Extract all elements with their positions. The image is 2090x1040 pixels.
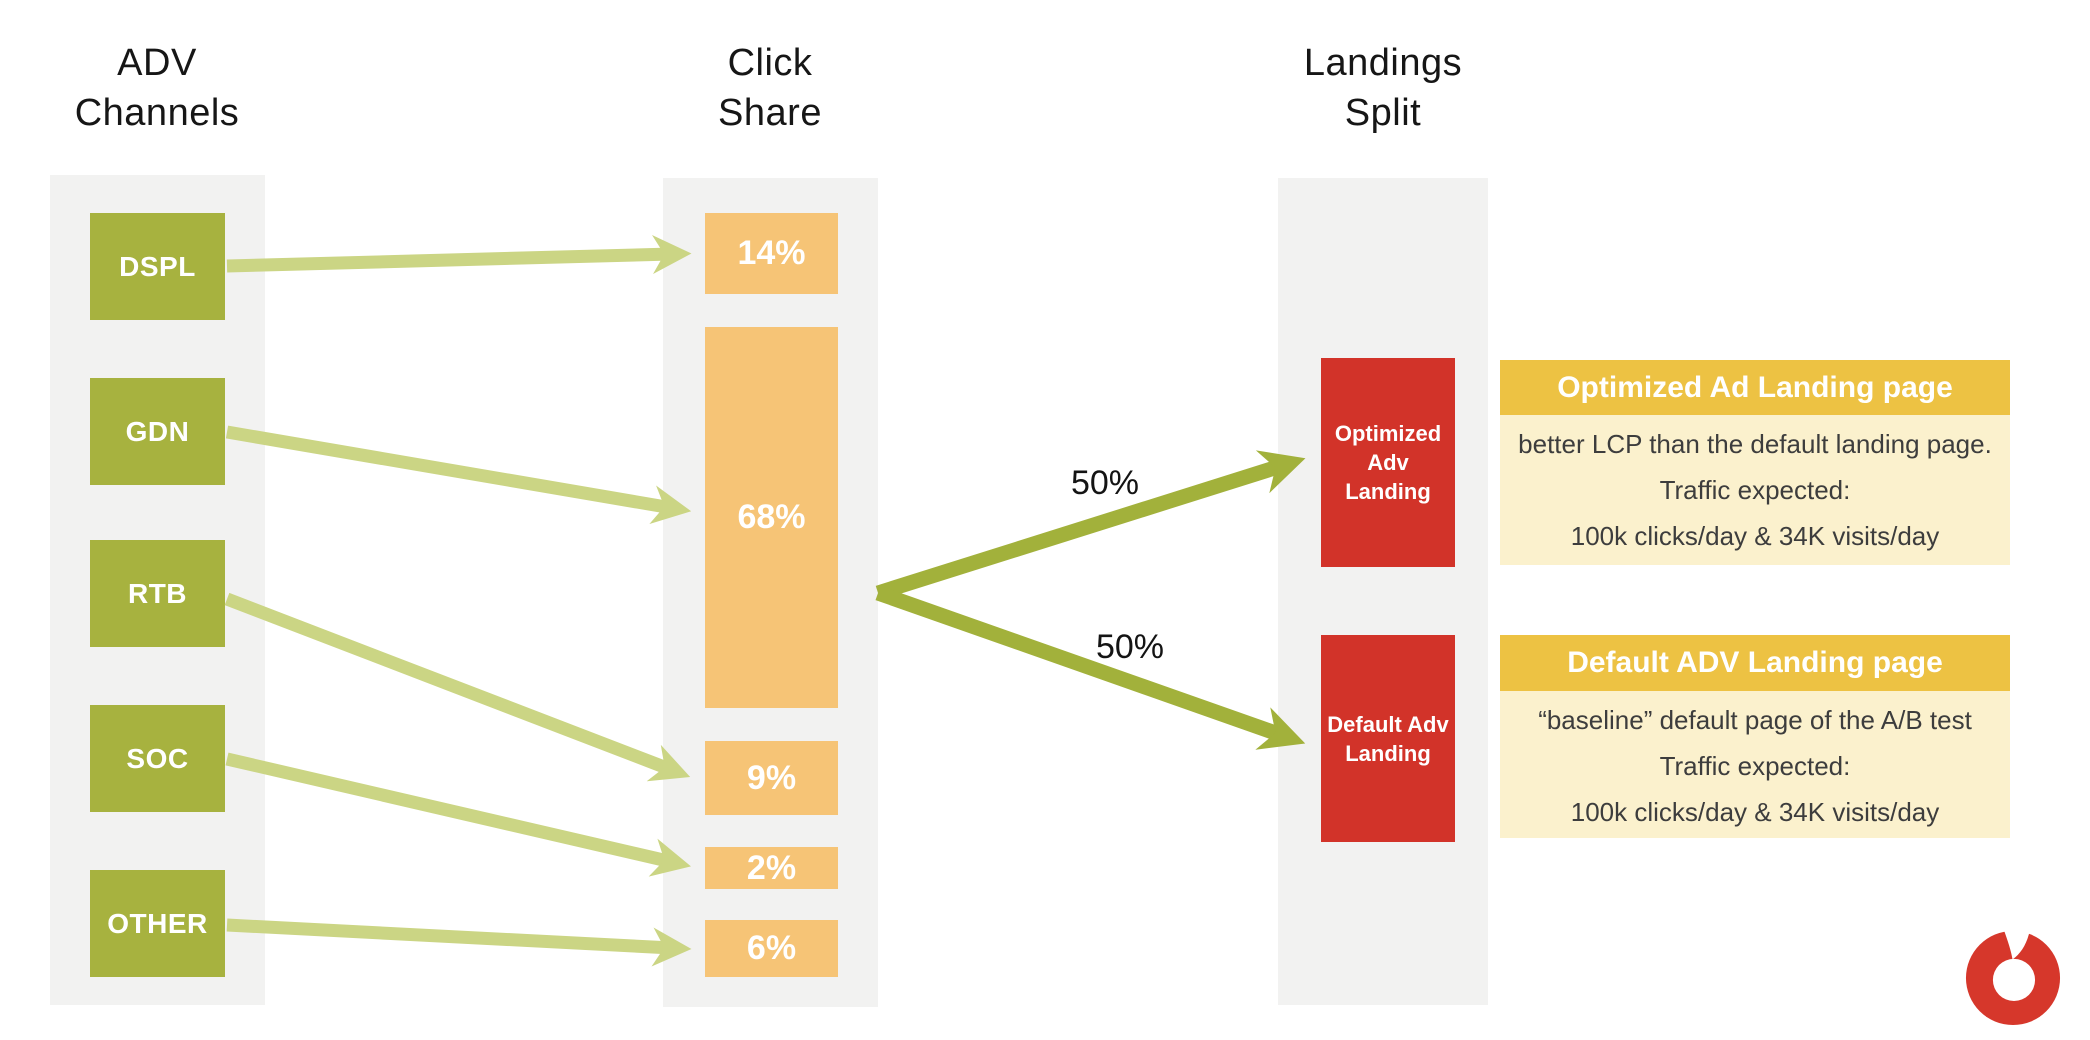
- card-line: Traffic expected:: [1659, 475, 1851, 505]
- channel-box-other: OTHER: [90, 870, 225, 977]
- channel-box-dspl: DSPL: [90, 213, 225, 320]
- card-line: “baseline” default page of the A/B test: [1538, 705, 1972, 735]
- click-share-box-2: 2%: [705, 847, 838, 889]
- card-line: 100k clicks/day & 34K visits/day: [1570, 797, 1940, 827]
- share-label: 6%: [746, 929, 797, 967]
- column-title-click-share: Click Share: [718, 42, 822, 134]
- share-label: 2%: [746, 848, 797, 887]
- channel-label: DSPL: [119, 250, 196, 282]
- share-label: 14%: [737, 234, 806, 272]
- flow-arrow-gdn-to-68: [225, 425, 692, 524]
- card-line: 100k clicks/day & 34K visits/day: [1570, 521, 1940, 551]
- flow-arrow-rtb-to-9: [224, 592, 691, 782]
- channel-box-gdn: GDN: [90, 378, 225, 485]
- card-line: better LCP than the default landing page…: [1518, 429, 1992, 459]
- card-line: Traffic expected:: [1659, 751, 1851, 781]
- click-share-box-68: 68%: [705, 327, 838, 708]
- click-share-box-9: 9%: [705, 741, 838, 815]
- split-percentage-label-bottom: 50%: [1095, 628, 1165, 666]
- split-percentage-label-top: 50%: [1070, 464, 1140, 502]
- share-label: 9%: [746, 758, 797, 797]
- flow-arrow-dspl-to-14: [226, 235, 692, 275]
- card-body-optimized: better LCP than the default landing page…: [1500, 415, 2010, 565]
- channel-label: RTB: [127, 577, 188, 609]
- landing-label: Optimized Adv Landing: [1334, 421, 1442, 504]
- channel-label: GDN: [125, 415, 190, 447]
- share-label: 68%: [737, 498, 806, 536]
- flow-arrow-split-to-default: [875, 585, 1306, 750]
- column-title-landings-split: Landings Split: [1303, 42, 1463, 134]
- card-body-default: “baseline” default page of the A/B test …: [1500, 691, 2010, 838]
- channel-label: OTHER: [107, 907, 208, 939]
- column-title-adv-channels: ADV Channels: [74, 42, 240, 134]
- flow-arrow-other-to-6: [226, 918, 692, 967]
- landing-box-optimized: Optimized Adv Landing: [1321, 358, 1455, 567]
- card-header-default: Default ADV Landing page: [1500, 635, 2010, 691]
- card-header-optimized: Optimized Ad Landing page: [1500, 360, 2010, 415]
- channel-label: SOC: [126, 742, 189, 774]
- click-share-box-6: 6%: [705, 920, 838, 977]
- landings-split-column: [1278, 178, 1488, 1005]
- channel-box-rtb: RTB: [90, 540, 225, 647]
- click-share-box-14: 14%: [705, 213, 838, 294]
- channel-box-soc: SOC: [90, 705, 225, 812]
- flow-arrow-split-to-optimized: [875, 450, 1306, 601]
- flow-arrow-soc-to-2: [225, 752, 691, 877]
- landing-box-default: Default Adv Landing: [1321, 635, 1455, 842]
- landing-label: Default Adv Landing: [1327, 711, 1449, 766]
- vodafone-logo-icon: [1965, 929, 2061, 1026]
